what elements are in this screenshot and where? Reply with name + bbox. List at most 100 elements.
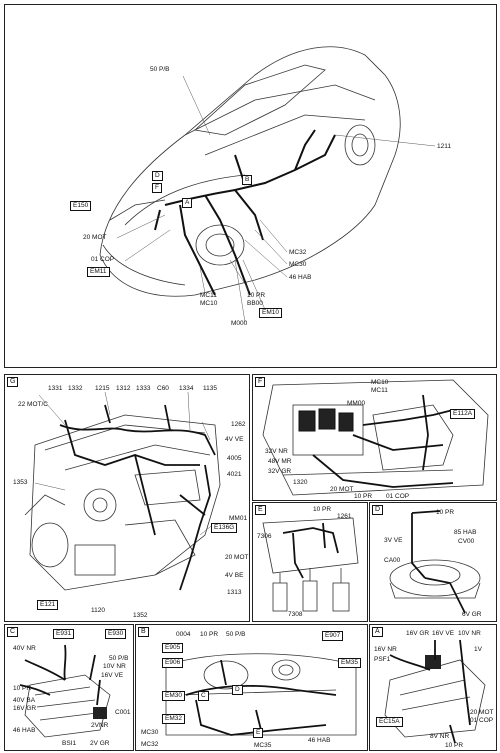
label-22mot: 22 MOT/C (18, 401, 48, 408)
label-40vnr: 40V NR (13, 645, 36, 652)
label-1353: 1353 (13, 479, 28, 486)
label-7306: 7306 (257, 533, 272, 540)
label-mc30: MC30 (141, 729, 159, 736)
box-e905: E905 (162, 643, 184, 653)
label-50pb: 50 P/B (150, 66, 170, 73)
label-4vve: 4V VE (225, 436, 244, 443)
letter-d: D (152, 171, 163, 181)
label-1135: 1135 (203, 385, 217, 392)
label-85hab: 85 HAB (454, 529, 477, 536)
label-mc10: MC10 (200, 300, 218, 307)
box-em35: EM35 (338, 658, 361, 668)
label-mc11: MC11 (200, 292, 217, 299)
label-10pr: 10 PR (200, 631, 219, 638)
engine-bay-drawing (262, 379, 489, 496)
label-2vnr: 2VNR (91, 722, 109, 729)
label-10pr: 10 PR (13, 685, 32, 692)
label-2vgr: 2V GR (90, 740, 110, 747)
label-ca00: CA00 (384, 557, 401, 564)
label-c60: C60 (157, 385, 169, 392)
label-mc32: MC32 (289, 249, 307, 256)
box-e907: E907 (322, 631, 344, 641)
label-16vgr: 16V GR (13, 705, 37, 712)
box-em10: EM10 (259, 308, 282, 318)
label-mm00: MM00 (347, 400, 366, 407)
label-20mot: 20 MOT (330, 486, 354, 493)
label-01cop: 01 COP (91, 256, 115, 263)
label-16vve: 16V VE (432, 630, 455, 637)
label-0004: 0004 (176, 631, 191, 638)
label-16vnr: 16V NR (374, 646, 397, 653)
label-m000: M000 (231, 320, 248, 327)
label-4021: 4021 (227, 471, 242, 478)
box-em11: EM11 (87, 267, 110, 277)
label-1313: 1313 (227, 589, 242, 596)
label-c001: C001 (115, 709, 131, 716)
box-e150: E150 (70, 201, 92, 211)
label-16vgr: 16V GR (406, 630, 430, 637)
box-em30: EM30 (162, 691, 185, 701)
label-16vve: 16V VE (101, 672, 124, 679)
box-e906: E906 (162, 658, 184, 668)
letter-f: F (152, 183, 162, 193)
label-1332: 1332 (68, 385, 83, 392)
label-20mot: 20 MOT (470, 709, 494, 716)
box-e121: E121 (37, 600, 59, 610)
corner-label-e: E (255, 505, 266, 515)
panel-b-dashboard: B 0004 10 PR 50 P/B E907 E905 E906 EM35 … (135, 624, 368, 751)
label-10vnr: 10V NR (103, 663, 126, 670)
label-4vbe: 4V BE (225, 572, 244, 579)
label-7308: 7308 (288, 611, 303, 618)
panel-c-bsi: C E931 E930 40V NR 50 P/B 10V NR 16V VE … (4, 624, 134, 751)
box-e112a: E112A (450, 409, 476, 419)
label-20mot: 20 MOT (83, 234, 107, 241)
label-1120: 1120 (91, 607, 105, 614)
panel-g-engine: G 1331 1332 1215 1312 1333 C60 1334 1135… (4, 374, 250, 622)
label-psf1: PSF1 (374, 656, 391, 663)
label-1331: 1331 (48, 385, 63, 392)
label-1352: 1352 (133, 612, 148, 619)
label-mc11: MC11 (371, 387, 388, 394)
label-01cop: 01 COP (386, 493, 410, 500)
car-drawing (99, 46, 436, 323)
label-20mot: 20 MOT (225, 554, 249, 561)
engine-drawing (24, 391, 221, 591)
fusebox-drawing (384, 639, 486, 744)
box-em32: EM32 (162, 714, 185, 724)
panel-e-pedals: E 10 PR 1261 7306 7308 (252, 502, 368, 622)
label-cv00: CV00 (458, 538, 475, 545)
label-1261: 1261 (337, 513, 352, 520)
box-e931: E931 (53, 629, 75, 639)
letter-e: E (253, 728, 264, 738)
label-46hab: 46 HAB (13, 727, 36, 734)
label-50pb: 50 P/B (109, 655, 129, 662)
corner-label-f: F (255, 377, 266, 387)
label-10pr: 10 PR (445, 742, 464, 749)
label-8vnr: 8V NR (430, 733, 450, 740)
label-mc35: MC35 (254, 742, 272, 749)
label-1215: 1215 (95, 385, 110, 392)
label-32vgr: 32V GR (268, 468, 292, 475)
label-46hab: 46 HAB (289, 274, 312, 281)
label-mc32: MC32 (141, 741, 159, 748)
box-e930: E930 (105, 629, 127, 639)
steering-drawing (389, 510, 481, 614)
label-10pr: 10 PR (313, 506, 332, 513)
letter-d: D (232, 685, 243, 695)
label-10pr: 10 PR (247, 292, 266, 299)
main-car-panel: 50 P/B 1211 E150 D F B A 20 MOT 01 COP E… (4, 4, 497, 368)
corner-label-d: D (372, 505, 384, 515)
label-bb00: BB00 (247, 300, 263, 307)
corner-label-c: C (7, 627, 19, 637)
panel-f-engine-bay: F MC10 MC11 MM00 E112A 32V NR 48V MR 32V… (252, 374, 497, 501)
label-48vmr: 48V MR (268, 458, 292, 465)
label-50pb: 50 P/B (226, 631, 246, 638)
corner-label-b: B (138, 627, 149, 637)
corner-label-g: G (7, 377, 19, 387)
letter-b: B (242, 175, 253, 185)
label-6vgr: 6V GR (462, 611, 482, 618)
label-3vve: 3V VE (384, 537, 403, 544)
pedals-drawing (262, 517, 359, 612)
corner-label-a: A (372, 627, 383, 637)
panel-a-fusebox: A 16V GR 16V VE 10V NR 16V NR PSF1 1V 20… (369, 624, 497, 751)
